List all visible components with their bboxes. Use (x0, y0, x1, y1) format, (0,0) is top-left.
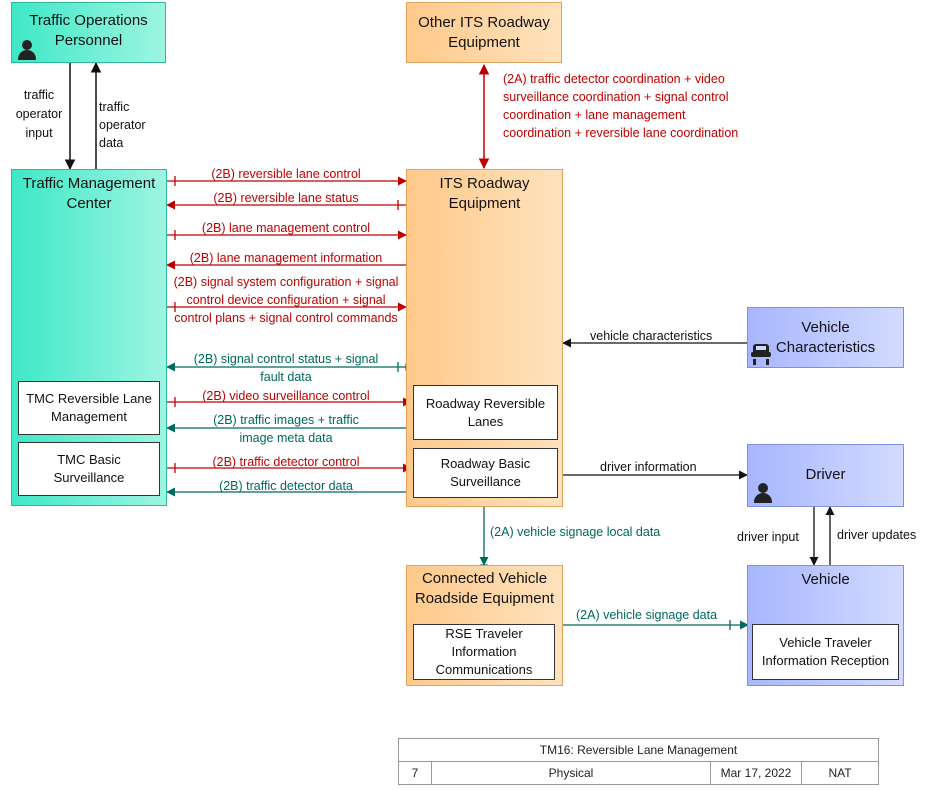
vehicle-icon (751, 344, 771, 365)
diagram-date: Mar 17, 2022 (710, 761, 802, 785)
reversible-lane-status-label: (2B) reversible lane status (213, 191, 359, 205)
roadway-reversible-lanes: Roadway Reversible Lanes (413, 385, 558, 440)
operator-input-label: traffic operator input (15, 88, 63, 140)
connected-vehicle-roadside-equipment-box: Connected Vehicle Roadside Equipment RSE… (406, 565, 563, 686)
vehicle-traveler-information-reception: Vehicle Traveler Information Reception (752, 624, 899, 680)
coordination-2a-label: (2A) traffic detector coordination + vid… (503, 72, 739, 140)
title-block: TM16: Reversible Lane Management 7 Physi… (398, 738, 879, 785)
its-roadway-equipment-title: ITS Roadway Equipment (439, 175, 530, 212)
vehicle-signage-local-data-label: (2A) vehicle signage local data (490, 525, 661, 539)
traffic-detector-control-label: (2B) traffic detector control (212, 455, 360, 469)
vehicle-signage-data-label: (2A) vehicle signage data (576, 608, 718, 622)
tmc-basic-surveillance: TMC Basic Surveillance (18, 442, 160, 496)
driver-input-label: driver input (737, 530, 799, 544)
operator-data-label: traffic operator data (99, 100, 146, 150)
driver-title: Driver (805, 466, 846, 483)
person-icon (18, 40, 36, 60)
traffic-management-center-title: Traffic Management Center (22, 175, 156, 212)
driver-box: Driver (747, 444, 904, 507)
traffic-operations-personnel-box: Traffic Operations Personnel (11, 2, 166, 63)
traffic-management-center-box: Traffic Management Center TMC Reversible… (11, 169, 167, 506)
lane-management-information-label: (2B) lane management information (189, 251, 383, 265)
driver-information-label: driver information (600, 460, 697, 474)
diagram-org: NAT (801, 761, 879, 785)
roadway-basic-surveillance: Roadway Basic Surveillance (413, 448, 558, 498)
reversible-lane-control-label: (2B) reversible lane control (211, 167, 361, 181)
other-its-roadway-equipment-title: Other ITS Roadway Equipment (418, 14, 550, 51)
vehicle-characteristics-title: Vehicle Characteristics (775, 319, 876, 356)
traffic-operations-personnel-title: Traffic Operations Personnel (29, 12, 148, 49)
tmc-reversible-lane-management: TMC Reversible Lane Management (18, 381, 160, 435)
person-icon (754, 483, 772, 503)
signal-configuration-label: (2B) signal system configuration + signa… (173, 275, 399, 325)
vehicle-title: Vehicle (801, 571, 850, 588)
signal-control-status-label: (2B) signal control status + signal faul… (193, 352, 379, 384)
vehicle-characteristics-label: vehicle characteristics (590, 329, 713, 343)
vehicle-box: Vehicle Vehicle Traveler Information Rec… (747, 565, 904, 686)
traffic-images-label: (2B) traffic images + traffic image meta… (213, 413, 359, 445)
driver-updates-label: driver updates (837, 528, 917, 542)
diagram-view: Physical (431, 761, 711, 785)
vehicle-characteristics-box: Vehicle Characteristics (747, 307, 904, 368)
rse-traveler-information-communications: RSE Traveler Information Communications (413, 624, 555, 680)
its-roadway-equipment-box: ITS Roadway Equipment Roadway Reversible… (406, 169, 563, 507)
traffic-detector-data-label: (2B) traffic detector data (219, 479, 353, 493)
diagram-title: TM16: Reversible Lane Management (398, 738, 879, 762)
connected-vehicle-roadside-equipment-title: Connected Vehicle Roadside Equipment (414, 570, 555, 607)
diagram-number: 7 (398, 761, 432, 785)
other-its-roadway-equipment-box: Other ITS Roadway Equipment (406, 2, 562, 63)
lane-management-control-label: (2B) lane management control (201, 221, 371, 235)
video-surveillance-control-label: (2B) video surveillance control (202, 389, 370, 403)
